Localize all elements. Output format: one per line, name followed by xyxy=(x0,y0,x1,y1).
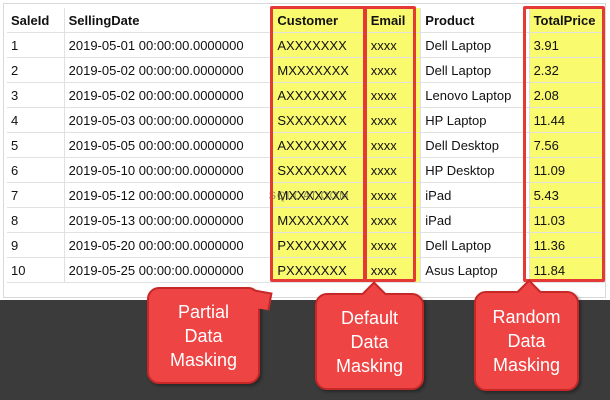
cell-customer[interactable]: AXXXXXXX xyxy=(272,132,367,158)
cell-totalprice[interactable]: 2.32 xyxy=(529,57,606,83)
cell-totalprice[interactable]: 7.56 xyxy=(529,132,606,158)
callout-partial-data-masking: Partial Data Masking xyxy=(147,287,260,384)
cell-customer[interactable]: SXXXXXXX xyxy=(272,157,367,183)
header-product[interactable]: Product xyxy=(420,8,530,33)
cell-totalprice[interactable]: 3.91 xyxy=(529,32,606,58)
cell-email[interactable]: xxxx xyxy=(366,132,422,158)
cell-customer[interactable]: MXXXXXXX xyxy=(272,57,367,83)
cell-product[interactable]: iPad xyxy=(420,207,530,233)
cell-customer[interactable]: AXXXXXXX xyxy=(272,32,367,58)
cell-email[interactable]: xxxx xyxy=(366,57,422,83)
cell-saleid[interactable]: 5 xyxy=(7,132,65,158)
cell-product[interactable]: HP Laptop xyxy=(420,107,530,133)
cell-product[interactable]: HP Desktop xyxy=(420,157,530,183)
cell-sellingdate[interactable]: 2019-05-12 00:00:00.0000000 xyxy=(64,182,274,208)
callout-label: Random Data Masking xyxy=(492,307,561,375)
cell-sellingdate[interactable]: 2019-05-02 00:00:00.0000000 xyxy=(64,82,274,108)
watermark-text: SQLDAT.COM xyxy=(268,190,350,202)
cell-saleid[interactable]: 7 xyxy=(7,182,65,208)
table-row[interactable]: 1 2019-05-01 00:00:00.0000000 AXXXXXXX x… xyxy=(7,32,606,58)
cell-saleid[interactable]: 1 xyxy=(7,32,65,58)
cell-sellingdate[interactable]: 2019-05-01 00:00:00.0000000 xyxy=(64,32,274,58)
cell-product[interactable]: Dell Laptop xyxy=(420,32,530,58)
table-row[interactable]: 6 2019-05-10 00:00:00.0000000 SXXXXXXX x… xyxy=(7,157,606,183)
cell-totalprice[interactable]: 11.84 xyxy=(529,257,606,283)
header-email[interactable]: Email xyxy=(366,8,422,33)
cell-product[interactable]: Dell Laptop xyxy=(420,232,530,258)
cell-saleid[interactable]: 9 xyxy=(7,232,65,258)
header-row: SaleId SellingDate Customer Email Produc… xyxy=(7,8,606,33)
cell-saleid[interactable]: 4 xyxy=(7,107,65,133)
callout-random-data-masking: Random Data Masking xyxy=(474,291,579,391)
table-row[interactable]: 2 2019-05-02 00:00:00.0000000 MXXXXXXX x… xyxy=(7,57,606,83)
callout-label: Partial Data Masking xyxy=(169,301,238,370)
cell-saleid[interactable]: 2 xyxy=(7,57,65,83)
table-row[interactable]: 8 2019-05-13 00:00:00.0000000 MXXXXXXX x… xyxy=(7,207,606,233)
cell-email[interactable]: xxxx xyxy=(366,232,422,258)
cell-email[interactable]: xxxx xyxy=(366,207,422,233)
cell-totalprice[interactable]: 11.03 xyxy=(529,207,606,233)
cell-sellingdate[interactable]: 2019-05-02 00:00:00.0000000 xyxy=(64,57,274,83)
cell-totalprice[interactable]: 2.08 xyxy=(529,82,606,108)
header-saleid[interactable]: SaleId xyxy=(7,8,65,33)
cell-customer[interactable]: SXXXXXXX xyxy=(272,107,367,133)
cell-product[interactable]: Dell Laptop xyxy=(420,57,530,83)
cell-totalprice[interactable]: 11.36 xyxy=(529,232,606,258)
cell-email[interactable]: xxxx xyxy=(366,257,422,283)
cell-saleid[interactable]: 10 xyxy=(7,257,65,283)
cell-sellingdate[interactable]: 2019-05-10 00:00:00.0000000 xyxy=(64,157,274,183)
cell-email[interactable]: xxxx xyxy=(366,32,422,58)
cell-totalprice[interactable]: 11.09 xyxy=(529,157,606,183)
cell-email[interactable]: xxxx xyxy=(366,182,422,208)
results-grid: SaleId SellingDate Customer Email Produc… xyxy=(3,3,606,298)
cell-product[interactable]: Lenovo Laptop xyxy=(420,82,530,108)
table-row[interactable]: 10 2019-05-25 00:00:00.0000000 PXXXXXXX … xyxy=(7,257,606,283)
cell-product[interactable]: Asus Laptop xyxy=(420,257,530,283)
cell-sellingdate[interactable]: 2019-05-05 00:00:00.0000000 xyxy=(64,132,274,158)
table-row[interactable]: 4 2019-05-03 00:00:00.0000000 SXXXXXXX x… xyxy=(7,107,606,133)
cell-sellingdate[interactable]: 2019-05-13 00:00:00.0000000 xyxy=(64,207,274,233)
table-row[interactable]: 9 2019-05-20 00:00:00.0000000 PXXXXXXX x… xyxy=(7,232,606,258)
header-customer[interactable]: Customer xyxy=(272,8,367,33)
callout-default-data-masking: Default Data Masking xyxy=(315,293,424,390)
cell-product[interactable]: Dell Desktop xyxy=(420,132,530,158)
results-table: SaleId SellingDate Customer Email Produc… xyxy=(7,8,606,283)
cell-customer[interactable]: AXXXXXXX xyxy=(272,82,367,108)
callout-label: Default Data Masking xyxy=(335,307,404,376)
cell-totalprice[interactable]: 11.44 xyxy=(529,107,606,133)
cell-saleid[interactable]: 3 xyxy=(7,82,65,108)
cell-email[interactable]: xxxx xyxy=(366,157,422,183)
table-row[interactable]: 3 2019-05-02 00:00:00.0000000 AXXXXXXX x… xyxy=(7,82,606,108)
cell-saleid[interactable]: 6 xyxy=(7,157,65,183)
cell-customer[interactable]: PXXXXXXX xyxy=(272,257,367,283)
cell-sellingdate[interactable]: 2019-05-03 00:00:00.0000000 xyxy=(64,107,274,133)
cell-customer[interactable]: PXXXXXXX xyxy=(272,232,367,258)
cell-sellingdate[interactable]: 2019-05-20 00:00:00.0000000 xyxy=(64,232,274,258)
cell-customer[interactable]: MXXXXXXX xyxy=(272,207,367,233)
cell-sellingdate[interactable]: 2019-05-25 00:00:00.0000000 xyxy=(64,257,274,283)
header-totalprice[interactable]: TotalPrice xyxy=(529,8,606,33)
cell-product[interactable]: iPad xyxy=(420,182,530,208)
cell-email[interactable]: xxxx xyxy=(366,107,422,133)
cell-totalprice[interactable]: 5.43 xyxy=(529,182,606,208)
header-sellingdate[interactable]: SellingDate xyxy=(64,8,274,33)
cell-saleid[interactable]: 8 xyxy=(7,207,65,233)
table-row[interactable]: 5 2019-05-05 00:00:00.0000000 AXXXXXXX x… xyxy=(7,132,606,158)
cell-email[interactable]: xxxx xyxy=(366,82,422,108)
